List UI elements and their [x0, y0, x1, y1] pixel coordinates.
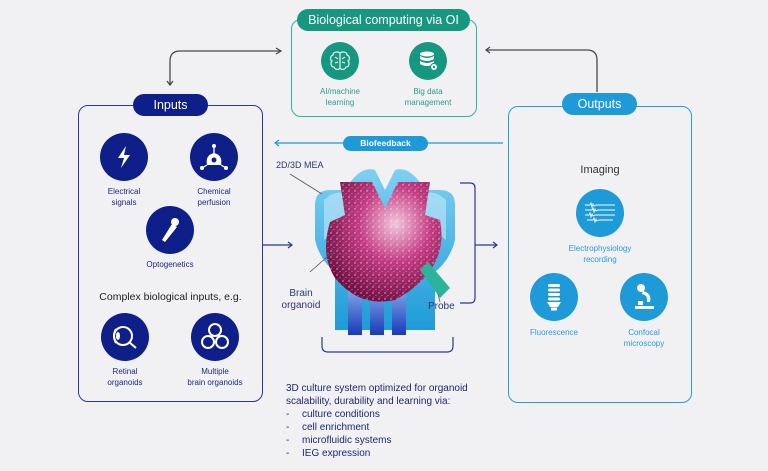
- confocal-circle: [620, 273, 668, 321]
- fluorescence-label: Fluorescence: [529, 328, 579, 337]
- chemical-label: Chemical perfusion: [197, 187, 231, 207]
- culture-bullet: -culture conditions: [286, 409, 380, 420]
- multiple-label: Multiple brain organoids: [187, 367, 243, 387]
- confocal-label: Confocal microscopy: [623, 328, 665, 348]
- brain-icon: [330, 51, 350, 70]
- organoid-label: Brain organoid: [281, 288, 321, 311]
- probe-label: Probe: [428, 301, 455, 312]
- multiple-circle: [191, 313, 239, 361]
- retinal-circle: [101, 313, 149, 361]
- complex-heading: Complex biological inputs, e.g.: [99, 291, 242, 303]
- database-icon: [420, 51, 438, 71]
- waveform-icon: [585, 201, 615, 224]
- optogenetics-label: Optogenetics: [146, 260, 194, 269]
- microscope-icon: [635, 284, 654, 309]
- chemical-circle: [190, 133, 238, 181]
- culture-bullet: -cell enrichment: [286, 422, 370, 433]
- imaging-heading: Imaging: [580, 164, 620, 176]
- optogenetics-circle: [146, 206, 194, 254]
- bigdata-circle: [409, 42, 447, 80]
- retinal-label: Retinal organoids: [107, 367, 143, 387]
- eye-icon: [113, 326, 137, 349]
- ai-circle: [321, 42, 359, 80]
- cells-icon: [201, 323, 229, 349]
- organoid-illustration: [289, 169, 455, 335]
- molecule-icon: [200, 144, 228, 170]
- culture-intro: 3D culture system optimized for organoid…: [286, 383, 468, 407]
- fluorescence-circle: [530, 273, 578, 321]
- oi-title: Biological computing via OI: [297, 9, 470, 31]
- electrical-circle: [100, 133, 148, 181]
- flashlight-icon: [162, 218, 179, 242]
- bigdata-label: Big data management: [404, 87, 452, 107]
- biofeedback-label: Biofeedback: [343, 136, 428, 151]
- bulb-icon: [547, 284, 561, 311]
- lightning-icon: [118, 146, 130, 168]
- ai-label: AI/machine learning: [319, 87, 361, 107]
- culture-bullet: -microfluidic systems: [286, 435, 392, 446]
- mea-label: 2D/3D MEA: [276, 160, 324, 170]
- outputs-title: Outputs: [562, 93, 637, 115]
- ephys-label: Electrophysiology recording: [568, 244, 632, 264]
- inputs-title: Inputs: [133, 94, 208, 116]
- electrical-label: Electrical signals: [107, 187, 141, 207]
- ephys-circle: [576, 189, 624, 237]
- culture-text: 3D culture system optimized for organoid…: [286, 382, 536, 460]
- culture-bullet: -IEG expression: [286, 448, 371, 459]
